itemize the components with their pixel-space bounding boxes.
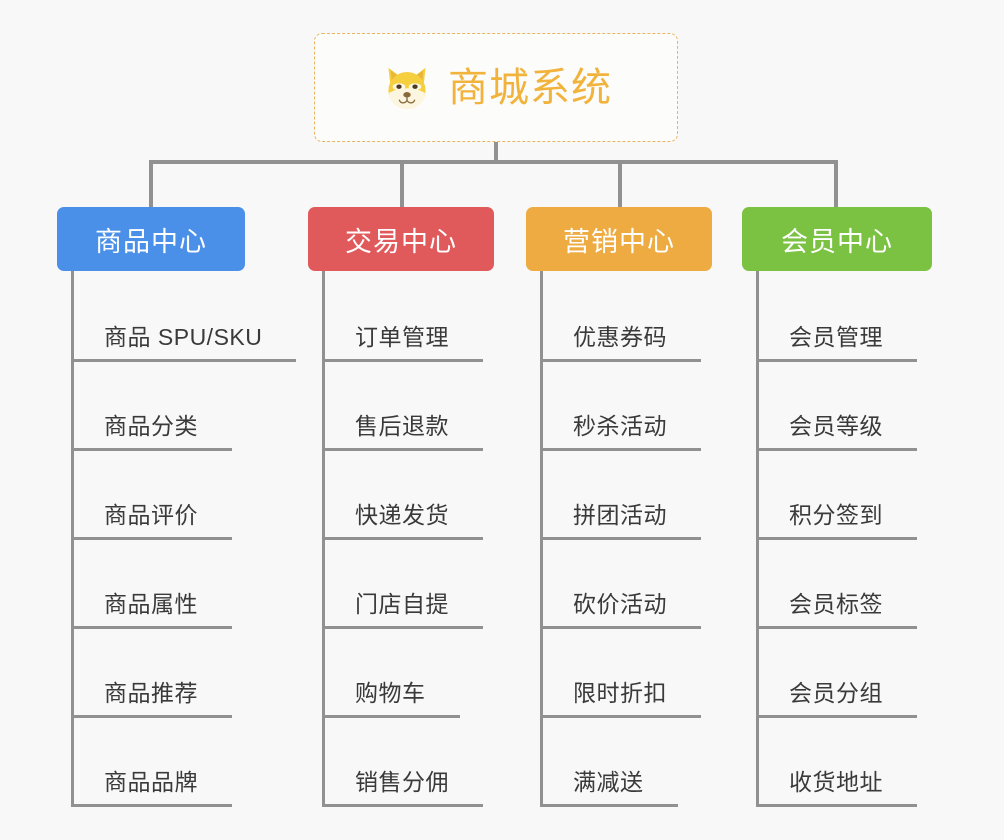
list-item-label: 秒杀活动: [573, 415, 701, 451]
list-item[interactable]: 购物车: [325, 629, 494, 718]
list-item-label: 会员分组: [789, 682, 917, 718]
list-item-label: 积分签到: [789, 504, 917, 540]
list-item[interactable]: 满减送: [543, 718, 712, 807]
connector-drop-2: [400, 160, 404, 207]
list-item-label: 商品属性: [104, 593, 232, 629]
list-item[interactable]: 商品分类: [74, 362, 296, 451]
connector-drop-4: [834, 160, 838, 207]
list-item-label: 快递发货: [355, 504, 483, 540]
list-item[interactable]: 会员分组: [759, 629, 932, 718]
list-item-label: 商品推荐: [104, 682, 232, 718]
connector-drop-3: [618, 160, 622, 207]
list-item-label: 购物车: [355, 682, 460, 718]
list-item-label: 砍价活动: [573, 593, 701, 629]
branch-column-member: 会员中心 会员管理 会员等级 积分签到 会员标签 会员分组 收货地址: [742, 207, 932, 807]
shiba-dog-face-icon: [380, 61, 434, 115]
branch-items-trade: 订单管理 售后退款 快递发货 门店自提 购物车 销售分佣: [322, 271, 494, 807]
list-item-label: 商品品牌: [104, 771, 232, 807]
list-item[interactable]: 砍价活动: [543, 540, 712, 629]
list-item-label: 拼团活动: [573, 504, 701, 540]
list-item-label: 售后退款: [355, 415, 483, 451]
list-item-label: 满减送: [573, 771, 678, 807]
list-item-label: 门店自提: [355, 593, 483, 629]
branch-header-member[interactable]: 会员中心: [742, 207, 932, 271]
connector-horizontal-bar: [149, 160, 838, 164]
list-item-label: 商品评价: [104, 504, 232, 540]
branch-column-marketing: 营销中心 优惠券码 秒杀活动 拼团活动 砍价活动 限时折扣 满减送: [526, 207, 712, 807]
list-item[interactable]: 秒杀活动: [543, 362, 712, 451]
branch-items-marketing: 优惠券码 秒杀活动 拼团活动 砍价活动 限时折扣 满减送: [540, 271, 712, 807]
branch-header-trade[interactable]: 交易中心: [308, 207, 494, 271]
list-item[interactable]: 快递发货: [325, 451, 494, 540]
branch-column-product: 商品中心 商品 SPU/SKU 商品分类 商品评价 商品属性 商品推荐 商品品牌: [57, 207, 297, 807]
list-item[interactable]: 会员等级: [759, 362, 932, 451]
list-item[interactable]: 门店自提: [325, 540, 494, 629]
list-item-label: 收货地址: [789, 771, 917, 807]
list-item-label: 订单管理: [355, 326, 483, 362]
branch-header-label: 会员中心: [781, 226, 893, 257]
list-item-label: 会员管理: [789, 326, 917, 362]
branch-items-member: 会员管理 会员等级 积分签到 会员标签 会员分组 收货地址: [756, 271, 932, 807]
list-item[interactable]: 商品推荐: [74, 629, 296, 718]
branch-header-product[interactable]: 商品中心: [57, 207, 245, 271]
root-node[interactable]: 商城系统: [314, 33, 678, 142]
list-item[interactable]: 商品评价: [74, 451, 296, 540]
list-item-label: 限时折扣: [573, 682, 701, 718]
list-item[interactable]: 积分签到: [759, 451, 932, 540]
list-item[interactable]: 商品 SPU/SKU: [74, 273, 297, 362]
list-item[interactable]: 售后退款: [325, 362, 494, 451]
list-item-label: 会员等级: [789, 415, 917, 451]
branch-items-product: 商品 SPU/SKU 商品分类 商品评价 商品属性 商品推荐 商品品牌: [71, 271, 297, 807]
list-item[interactable]: 商品品牌: [74, 718, 296, 807]
branch-header-marketing[interactable]: 营销中心: [526, 207, 712, 271]
list-item[interactable]: 会员标签: [759, 540, 932, 629]
branch-header-label: 商品中心: [95, 226, 207, 257]
branch-column-trade: 交易中心 订单管理 售后退款 快递发货 门店自提 购物车 销售分佣: [308, 207, 494, 807]
connector-drop-1: [149, 160, 153, 207]
list-item[interactable]: 商品属性: [74, 540, 296, 629]
list-item[interactable]: 拼团活动: [543, 451, 712, 540]
root-node-content: 商城系统: [380, 61, 612, 115]
list-item[interactable]: 收货地址: [759, 718, 932, 807]
branch-header-label: 营销中心: [563, 226, 675, 257]
list-item-label: 商品分类: [104, 415, 232, 451]
list-item-label: 优惠券码: [573, 326, 701, 362]
list-item-label: 销售分佣: [355, 771, 483, 807]
list-item-label: 会员标签: [789, 593, 917, 629]
branch-header-label: 交易中心: [345, 226, 457, 257]
list-item[interactable]: 限时折扣: [543, 629, 712, 718]
list-item[interactable]: 销售分佣: [325, 718, 494, 807]
list-item-label: 商品 SPU/SKU: [104, 326, 297, 362]
list-item[interactable]: 会员管理: [759, 273, 932, 362]
list-item[interactable]: 订单管理: [325, 273, 494, 362]
root-title: 商城系统: [448, 65, 612, 110]
list-item[interactable]: 优惠券码: [543, 273, 712, 362]
connector-root-stem: [494, 142, 498, 164]
